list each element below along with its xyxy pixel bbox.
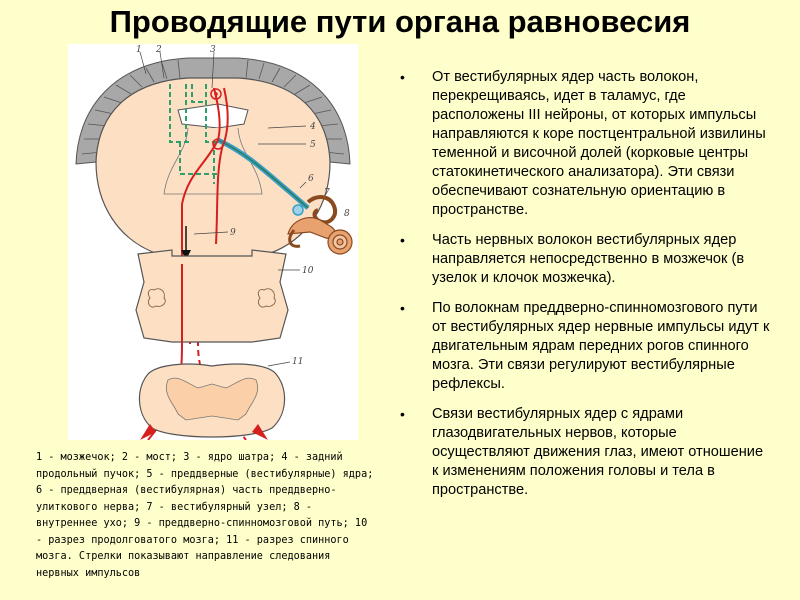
- bullet-dot: •: [400, 300, 405, 316]
- bullet-text: От вестибулярных ядер часть волокон, пер…: [432, 69, 766, 218]
- bullet-item: • По волокнам преддверно-спинномозгового…: [400, 299, 772, 394]
- label-3: 3: [210, 45, 216, 55]
- arrow-left: [140, 424, 156, 440]
- bullet-dot: •: [400, 69, 405, 85]
- label-11: 11: [292, 357, 303, 367]
- bullet-item: • Связи вестибулярных ядер с ядрами глаз…: [400, 405, 772, 500]
- bullet-list: • От вестибулярных ядер часть волокон, пе…: [400, 68, 772, 511]
- label-7: 7: [324, 188, 330, 198]
- label-2: 2: [155, 45, 162, 55]
- vestibular-ganglion: [292, 204, 304, 216]
- label-8: 8: [344, 209, 350, 219]
- vestibular-pathway-diagram: 1 2 3: [68, 44, 358, 440]
- bullet-text: Часть нервных волокон вестибулярных ядер…: [432, 232, 745, 286]
- bullet-text: По волокнам преддверно-спинномозгового п…: [432, 300, 770, 392]
- bullet-text: Связи вестибулярных ядер с ядрами глазод…: [432, 406, 764, 498]
- bullet-item: • Часть нервных волокон вестибулярных яд…: [400, 231, 772, 288]
- figure-caption: 1 - мозжечок; 2 - мост; 3 - ядро шатра; …: [36, 452, 374, 579]
- bullet-item: • От вестибулярных ядер часть волокон, пе…: [400, 68, 772, 220]
- label-4: 4: [309, 122, 316, 132]
- label-9: 9: [230, 228, 236, 238]
- label-10: 10: [302, 266, 314, 276]
- slide-title: Проводящие пути органа равновесия: [109, 4, 691, 39]
- inner-ear: [287, 195, 353, 255]
- arrow-right: [252, 424, 268, 440]
- label-5: 5: [310, 140, 316, 150]
- bullet-dot: •: [400, 232, 405, 248]
- medulla-section: [135, 249, 289, 343]
- bullet-dot: •: [400, 406, 405, 422]
- label-1: 1: [136, 45, 142, 55]
- label-6: 6: [308, 174, 314, 184]
- diagram-svg: 1 2 3: [75, 45, 353, 440]
